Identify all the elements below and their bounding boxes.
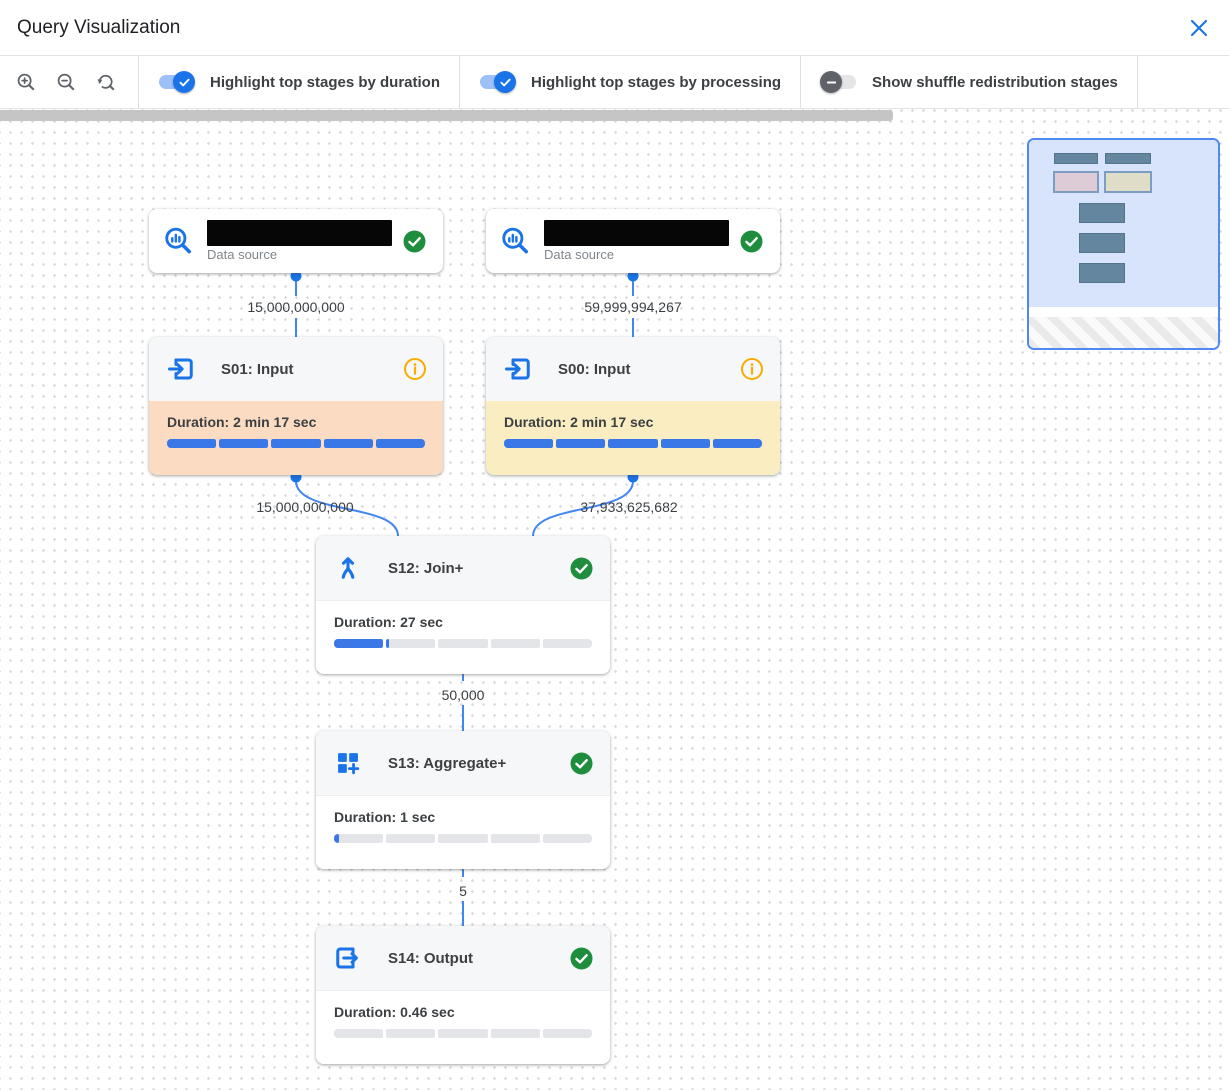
success-check-icon[interactable] <box>569 556 594 581</box>
zoom-reset-button[interactable] <box>88 64 124 100</box>
redacted-source-name <box>544 220 729 246</box>
zoom-controls <box>0 56 138 108</box>
edge-label: 15,000,000,000 <box>247 299 345 315</box>
data-source-label: Data source <box>207 247 278 262</box>
toggle-label-shuffle: Show shuffle redistribution stages <box>872 73 1118 91</box>
info-icon[interactable] <box>740 357 764 381</box>
duration-text: Duration: 2 min 17 sec <box>504 414 654 430</box>
minimap-node <box>1054 153 1098 164</box>
success-check-icon[interactable] <box>402 229 427 254</box>
success-check-icon[interactable] <box>569 946 594 971</box>
duration-text: Duration: 27 sec <box>334 614 443 630</box>
aggregate-icon <box>338 753 360 775</box>
stage-duration-section: Duration: 2 min 17 sec <box>149 401 443 475</box>
edge-label: 5 <box>459 883 467 899</box>
data-source-node-2[interactable]: Data source <box>486 209 780 273</box>
toolbar-divider <box>1136 56 1138 108</box>
highlight-processing-toggle[interactable] <box>479 71 516 93</box>
zoom-out-button[interactable] <box>48 64 84 100</box>
stage-duration-section: Duration: 27 sec <box>316 600 610 674</box>
minimap[interactable] <box>1027 138 1220 350</box>
edge-label: 59,999,994,267 <box>584 299 682 315</box>
toolbar-divider <box>800 56 802 108</box>
stage-node-s01[interactable]: S01: Input Duration: 2 min 17 sec <box>149 337 443 475</box>
data-source-node-1[interactable]: Data source <box>149 209 443 273</box>
page-title: Query Visualization <box>17 16 181 38</box>
stage-title: S13: Aggregate+ <box>388 754 507 772</box>
minimap-node <box>1079 233 1125 253</box>
duration-bar <box>334 1029 593 1038</box>
highlight-duration-toggle[interactable] <box>158 71 195 93</box>
edge-label: 50,000 <box>441 687 485 703</box>
dialog-header: Query Visualization <box>0 0 1229 56</box>
edge-label: 15,000,000,000 <box>256 499 354 515</box>
toolbar: Highlight top stages by duration Highlig… <box>0 56 1229 109</box>
toolbar-divider <box>138 56 139 108</box>
edge-label: 37,933,625,682 <box>580 499 678 515</box>
graph-canvas[interactable]: 15,000,000,000 59,999,994,267 15,000,000… <box>0 109 1229 1090</box>
stage-node-s14[interactable]: S14: Output Duration: 0.46 sec <box>316 926 610 1064</box>
toggle-label-processing: Highlight top stages by processing <box>531 73 782 91</box>
minimap-node-highlight-processing <box>1104 171 1152 193</box>
stage-title: S14: Output <box>388 949 473 967</box>
table-search-icon <box>165 227 192 254</box>
duration-text: Duration: 1 sec <box>334 809 436 825</box>
toggle-knob <box>820 71 843 93</box>
info-icon[interactable] <box>403 357 427 381</box>
stage-duration-section: Duration: 1 sec <box>316 795 610 869</box>
join-icon <box>341 557 355 579</box>
toggle-group-processing: Highlight top stages by processing <box>460 56 800 108</box>
show-shuffle-toggle[interactable] <box>820 71 857 93</box>
redacted-source-name <box>207 220 392 246</box>
check-icon <box>500 78 511 86</box>
minimap-node <box>1079 263 1125 283</box>
toolbar-divider <box>459 56 460 108</box>
horizontal-scrollbar-thumb[interactable] <box>0 110 893 121</box>
stage-node-s00[interactable]: S00: Input Duration: 2 min 17 sec <box>486 337 780 475</box>
toggle-knob <box>494 71 516 93</box>
stage-node-s13[interactable]: S13: Aggregate+ Duration: 1 sec <box>316 731 610 869</box>
zoom-in-icon <box>17 73 35 91</box>
toggle-group-shuffle: Show shuffle redistribution stages <box>801 56 1137 108</box>
stage-title: S01: Input <box>221 360 294 378</box>
data-source-label: Data source <box>544 247 615 262</box>
duration-bar <box>334 639 593 648</box>
stage-duration-section: Duration: 0.46 sec <box>316 990 610 1064</box>
toggle-group-duration: Highlight top stages by duration <box>139 56 459 108</box>
minus-icon <box>826 81 836 83</box>
input-icon <box>505 358 530 380</box>
stage-title: S00: Input <box>558 360 631 378</box>
duration-bar <box>167 439 426 448</box>
zoom-out-icon <box>57 73 75 91</box>
success-check-icon[interactable] <box>569 751 594 776</box>
toggle-knob <box>173 71 195 93</box>
duration-text: Duration: 2 min 17 sec <box>167 414 317 430</box>
close-button[interactable] <box>1185 14 1213 42</box>
stage-title: S12: Join+ <box>388 559 464 577</box>
minimap-offscreen-area <box>1029 317 1218 348</box>
input-icon <box>168 358 193 380</box>
minimap-node <box>1105 153 1151 164</box>
duration-bar <box>504 439 763 448</box>
output-icon <box>336 947 358 969</box>
zoom-reset-icon <box>97 74 115 91</box>
stage-node-s12[interactable]: S12: Join+ Duration: 27 sec <box>316 536 610 674</box>
minimap-node-highlight-duration <box>1053 171 1099 193</box>
duration-bar <box>334 834 593 843</box>
close-icon <box>1190 19 1208 36</box>
zoom-in-button[interactable] <box>8 64 44 100</box>
table-search-icon <box>502 227 529 254</box>
check-icon <box>179 78 190 86</box>
toggle-label-duration: Highlight top stages by duration <box>210 73 440 91</box>
success-check-icon[interactable] <box>739 229 764 254</box>
duration-text: Duration: 0.46 sec <box>334 1004 455 1020</box>
minimap-node <box>1079 203 1125 223</box>
stage-duration-section: Duration: 2 min 17 sec <box>486 401 780 475</box>
